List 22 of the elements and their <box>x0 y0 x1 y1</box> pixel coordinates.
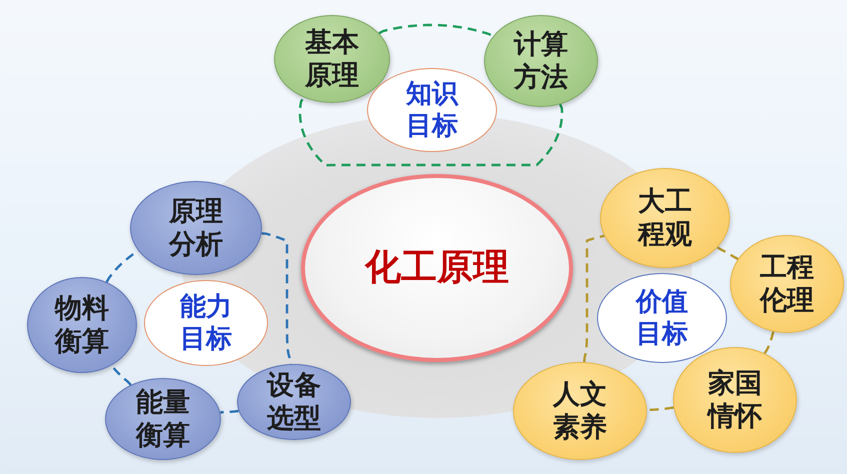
node-label: 化工原理 <box>365 246 509 290</box>
node-label: 大工程观 <box>636 184 693 252</box>
dashed-connector <box>220 410 239 414</box>
node-label: 基本原理 <box>304 26 360 92</box>
node-label: 家国情怀 <box>706 366 763 434</box>
dashed-connector <box>764 331 775 354</box>
node-label: 能力目标 <box>179 290 233 356</box>
node-label: 人文素养 <box>552 378 608 444</box>
node-label: 能量衡算 <box>134 386 191 452</box>
dashed-connector <box>716 246 739 260</box>
dashed-connector <box>378 24 494 38</box>
node-label: 原理分析 <box>168 194 224 262</box>
node-label: 知识目标 <box>404 78 460 142</box>
dashed-connector <box>110 364 132 386</box>
node-label: 设备选型 <box>266 368 322 436</box>
node-label: 工程伦理 <box>758 250 815 318</box>
node-label: 物料衡算 <box>54 292 110 358</box>
dashed-connector <box>583 234 605 362</box>
dashed-connector <box>646 406 674 412</box>
node-label: 价值目标 <box>634 286 689 350</box>
dashed-connector <box>298 96 564 166</box>
node-label: 计算方法 <box>512 28 569 94</box>
